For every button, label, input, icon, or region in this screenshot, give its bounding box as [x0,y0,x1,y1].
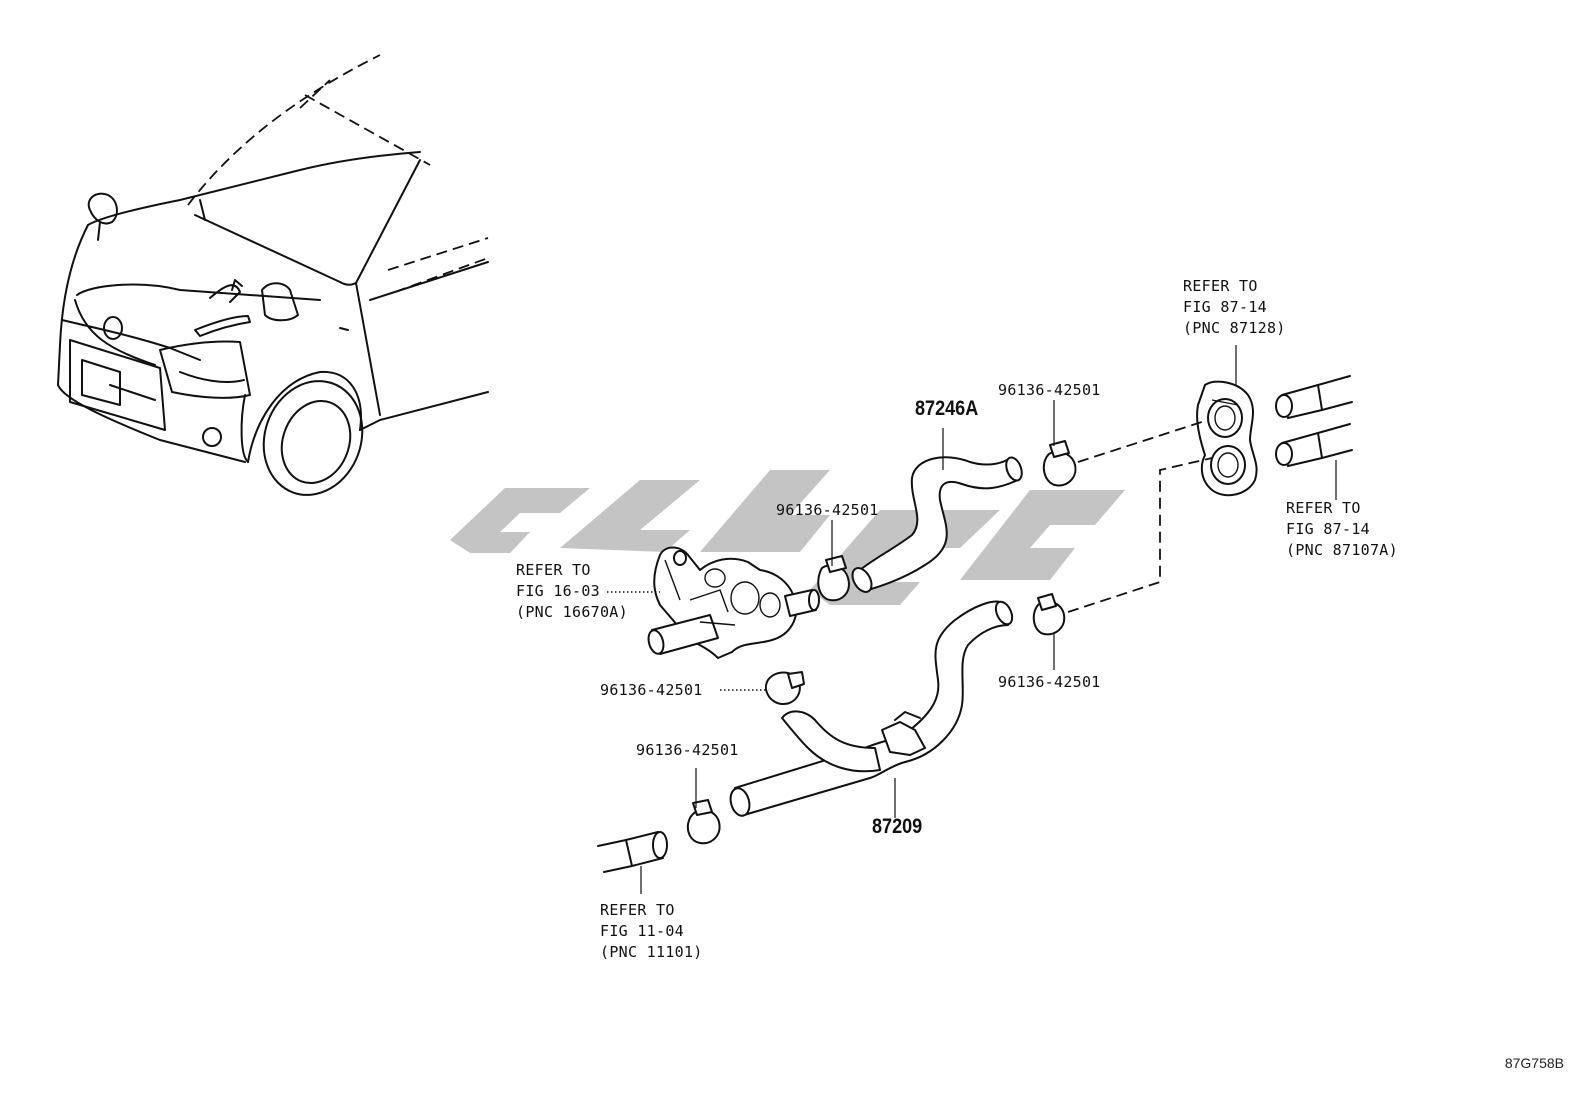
reference-line: (PNC 87128) [1183,319,1286,337]
reference-line: FIG 11-04 [600,922,684,940]
callout-hose-87209: 87209 [872,815,923,838]
callout-clamp-lower-left: 96136-42501 [636,741,739,759]
reference-heater-pipes: REFER TO FIG 87-14 (PNC 87107A) [1286,498,1398,561]
reference-line: FIG 16-03 [516,582,600,600]
reference-line: (PNC 16670A) [516,603,628,621]
reference-line: FIG 87-14 [1286,520,1370,538]
reference-line: (PNC 11101) [600,943,703,961]
reference-line: REFER TO [1286,499,1361,517]
heater-pipes [1275,375,1353,467]
hose-clamp-upper-mid [817,555,850,602]
reference-heater-unit: REFER TO FIG 87-14 (PNC 87128) [1183,276,1286,339]
connection-lines [1067,419,1213,613]
callout-clamp-lower-right: 96136-42501 [998,673,1101,691]
hose-87246a [851,456,1023,593]
hose-clamp-lower-right [1032,593,1066,636]
reference-line: (PNC 87107A) [1286,541,1398,559]
reference-water-pump: REFER TO FIG 16-03 (PNC 16670A) [516,560,628,623]
callout-clamp-upper-mid: 96136-42501 [776,501,879,519]
hose-clamp-pump [764,671,805,706]
hose-clamp-lower-left [686,799,721,845]
engine-pipe [597,831,668,873]
heater-unit [1196,380,1258,497]
reference-line: REFER TO [600,901,675,919]
callout-hose-87246a: 87246A [915,397,979,420]
callout-clamp-pump: 96136-42501 [600,681,703,699]
reference-engine-pipe: REFER TO FIG 11-04 (PNC 11101) [600,900,703,963]
reference-line: REFER TO [1183,277,1258,295]
reference-line: FIG 87-14 [1183,298,1267,316]
reference-line: REFER TO [516,561,591,579]
callout-clamp-upper-right: 96136-42501 [998,381,1101,399]
figure-code: 87G758B [1504,1055,1564,1071]
vehicle-illustration [57,54,489,496]
leader-lines [607,345,1337,894]
water-pump-assembly [647,546,820,659]
hose-87209 [729,600,1014,817]
hose-clamp-upper-right [1042,440,1077,487]
